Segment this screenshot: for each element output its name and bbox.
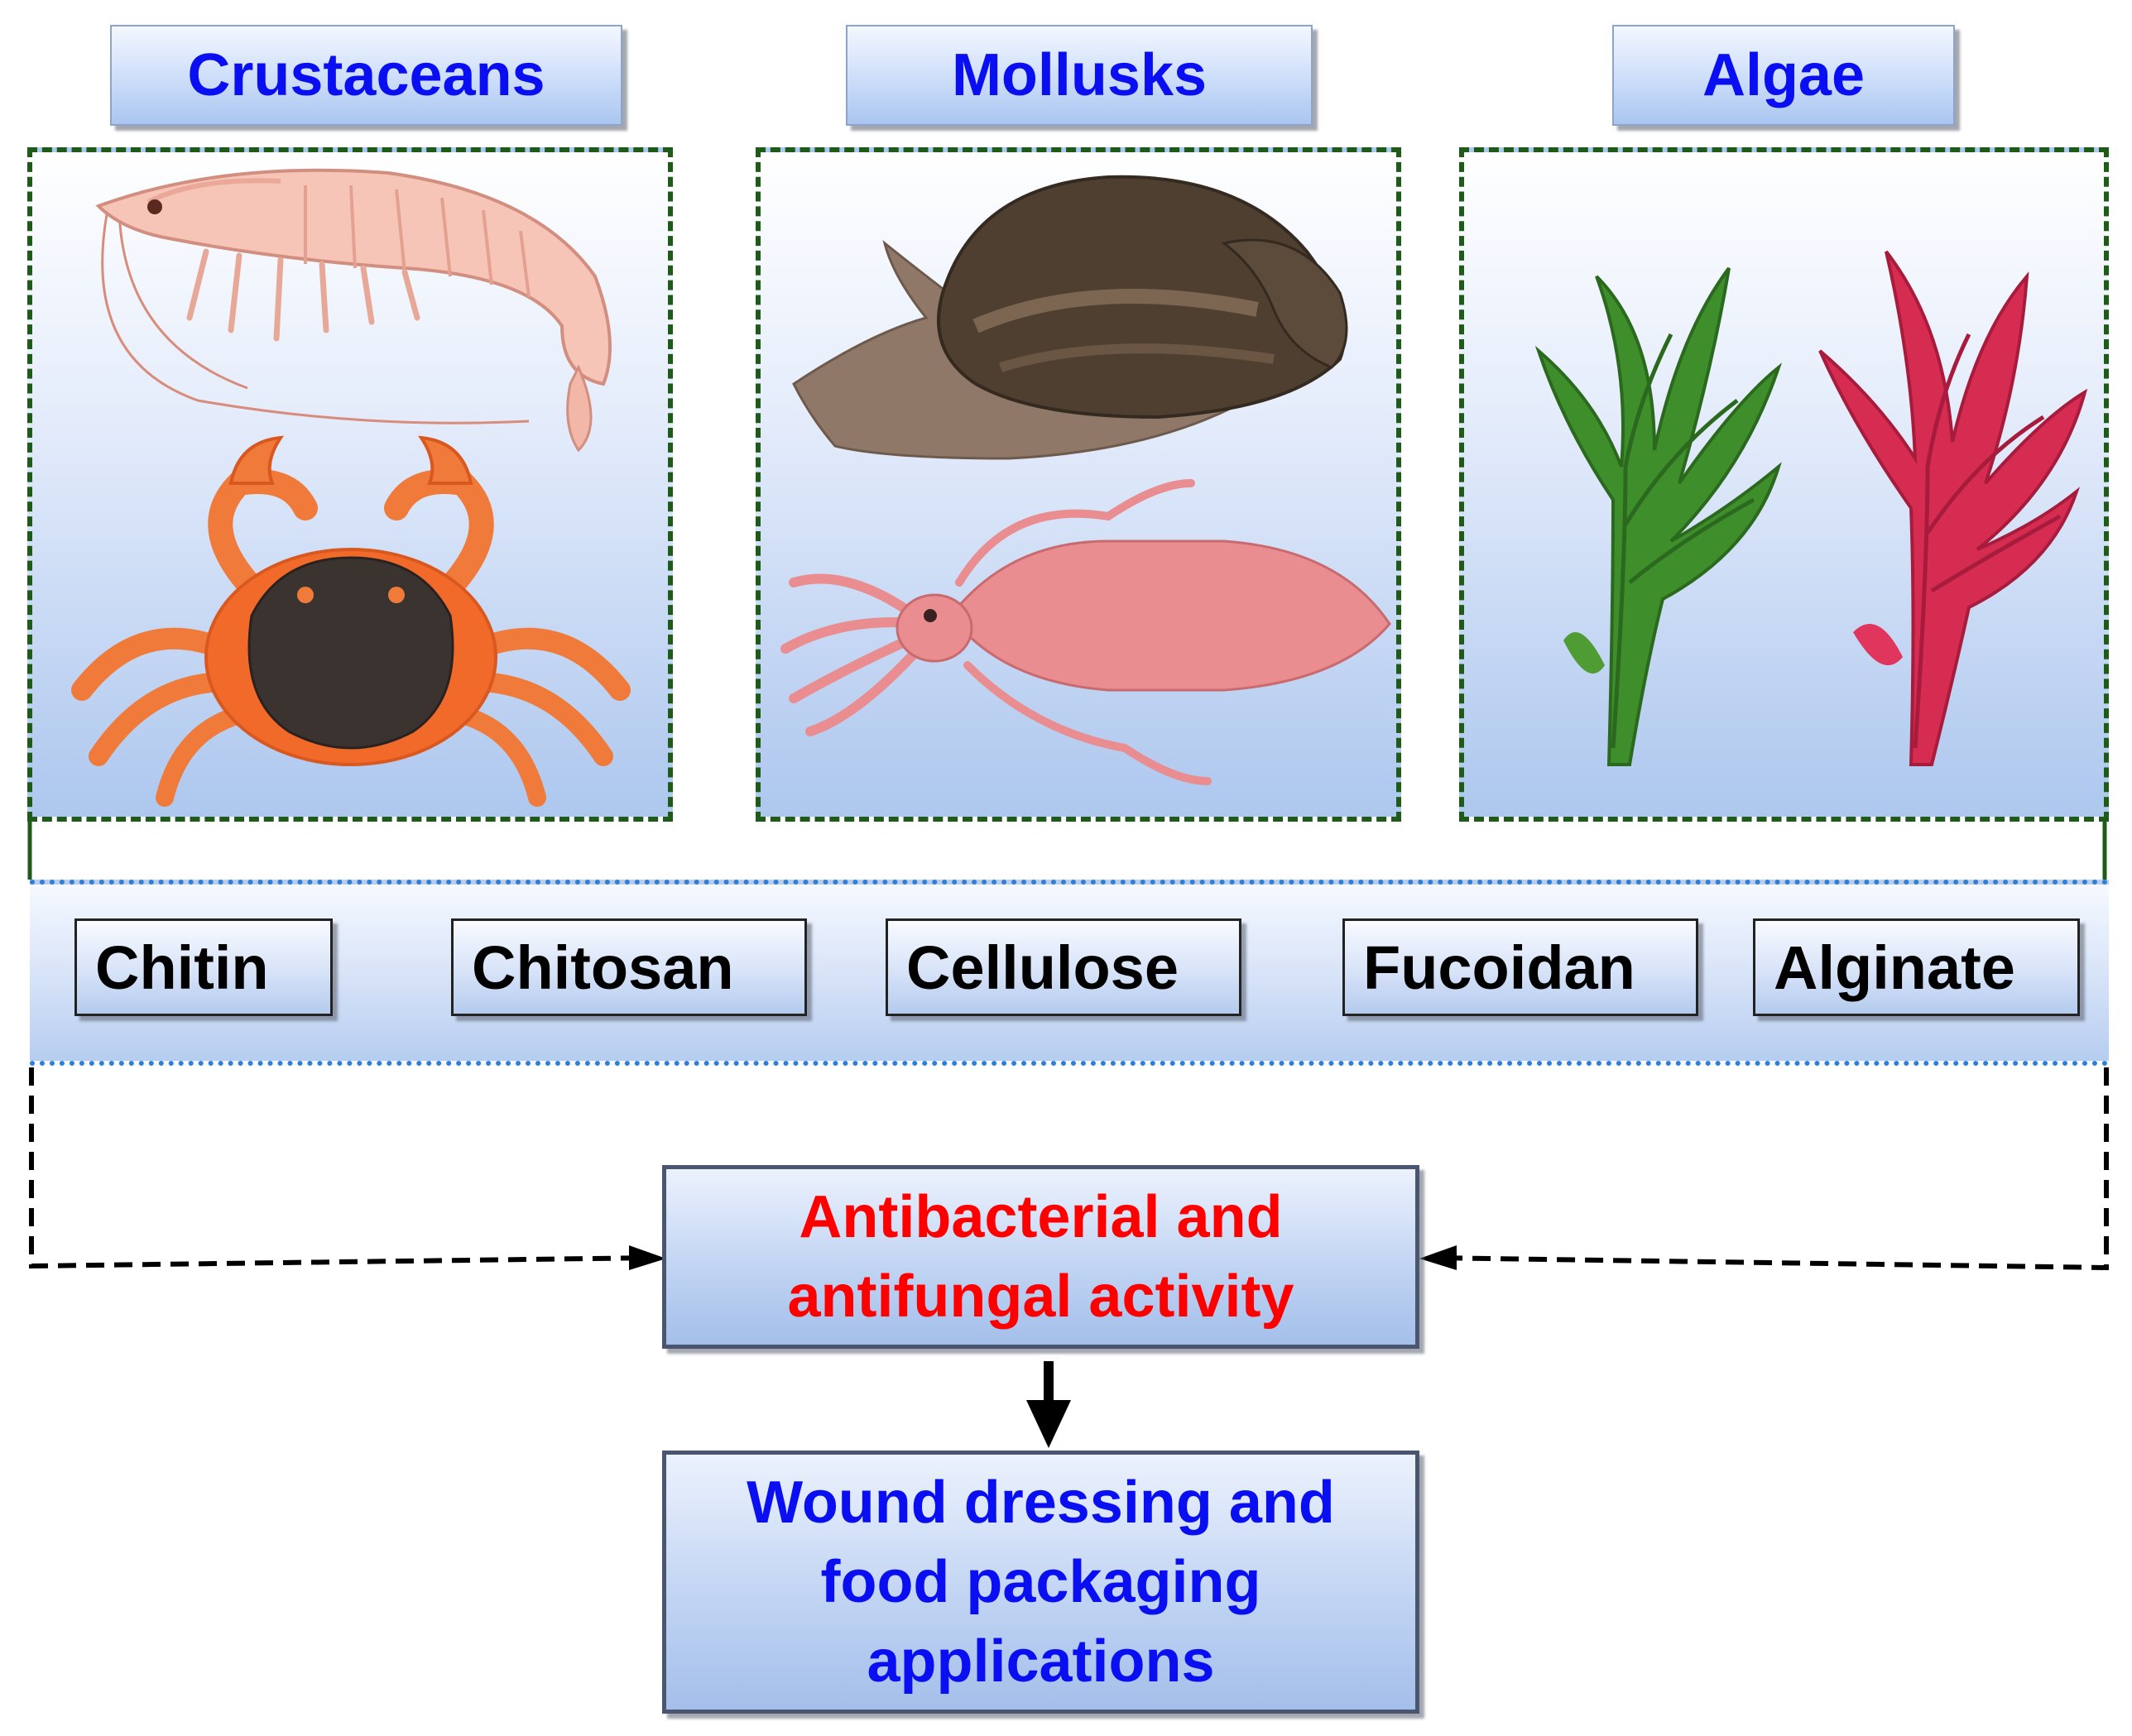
mollusks-illustrations (780, 175, 1391, 785)
polymer-alginate: Alginate (1753, 918, 2080, 1016)
down-arrow-shaft (1044, 1361, 1054, 1403)
squid-illustration (780, 479, 1391, 785)
activity-text: Antibacterial and antifungal activity (787, 1184, 1294, 1330)
right-dashed-arrow (1431, 1067, 2109, 1271)
polymer-chitin-label: Chitin (95, 933, 269, 1002)
right-arrowhead-icon (1419, 1245, 1457, 1270)
polymer-fucoidan-label: Fucoidan (1363, 933, 1635, 1002)
header-mollusks: Mollusks (846, 25, 1313, 126)
polymer-chitosan-label: Chitosan (472, 933, 734, 1002)
down-arrowhead-icon (1026, 1400, 1071, 1448)
header-crustaceans: Crustaceans (110, 25, 622, 126)
panel-algae (1459, 147, 2109, 822)
panel-crustaceans (27, 147, 673, 822)
polymer-alginate-label: Alginate (1774, 933, 2015, 1002)
red-seaweed-illustration (1818, 250, 2088, 766)
snail-illustration (792, 175, 1348, 460)
shrimp-illustration (95, 168, 612, 453)
crab-illustration (71, 435, 631, 807)
green-seaweed-illustration (1534, 266, 1783, 766)
polymer-fucoidan: Fucoidan (1342, 918, 1698, 1016)
application-box: Wound dressing and food packaging applic… (662, 1451, 1419, 1714)
header-mollusks-label: Mollusks (951, 42, 1208, 108)
panel-mollusks (756, 147, 1401, 822)
activity-box: Antibacterial and antifungal activity (662, 1165, 1419, 1349)
header-crustaceans-label: Crustaceans (187, 42, 545, 108)
crustaceans-illustrations (71, 168, 631, 807)
polymer-cellulose-label: Cellulose (906, 933, 1179, 1002)
polymer-chitin: Chitin (74, 918, 333, 1016)
polymer-cellulose: Cellulose (886, 918, 1241, 1016)
header-algae-label: Algae (1702, 42, 1866, 108)
polymer-chitosan: Chitosan (451, 918, 807, 1016)
application-text: Wound dressing and food packaging applic… (747, 1470, 1335, 1695)
left-dashed-arrow (29, 1067, 655, 1269)
header-algae: Algae (1612, 25, 1955, 126)
algae-illustrations (1534, 250, 2088, 766)
left-arrowhead-icon (629, 1245, 666, 1270)
